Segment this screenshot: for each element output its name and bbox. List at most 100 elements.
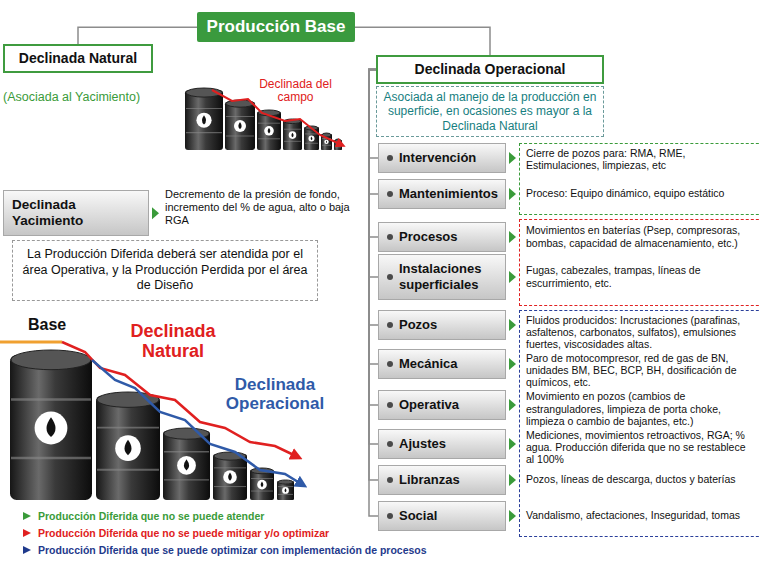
barrel-rib <box>97 427 159 429</box>
category-title: Declinada Natural <box>11 50 145 67</box>
barrel-body <box>304 127 319 150</box>
note-text: La Producción Diferida deberá ser atendi… <box>21 247 309 294</box>
barrel-rib <box>335 146 341 147</box>
group-box: Fluidos producidos: Incrustaciones (para… <box>519 310 760 537</box>
barrel-rib <box>164 451 209 452</box>
root-title: Producción Base <box>203 17 349 37</box>
barrel-icon <box>264 126 274 136</box>
oil-barrel <box>185 88 223 150</box>
tree-connector <box>355 27 490 55</box>
cause-box: Declinada Yacimiento <box>3 190 149 236</box>
cause-title: Instalaciones superficiales <box>399 261 500 292</box>
barrel-rib <box>214 486 246 487</box>
description-text: Movimientos en baterías (Psep, compresor… <box>526 224 754 248</box>
description-text: Paro de motocompresor, red de gas de BN,… <box>526 352 754 388</box>
barrel-rib <box>214 467 246 468</box>
pointer-triangle <box>509 152 516 164</box>
description-text: Fluidos producidos: Incrustaciones (para… <box>526 314 754 350</box>
oil-barrel <box>304 126 319 150</box>
barrel-rib <box>97 469 159 471</box>
base-line <box>0 341 62 344</box>
oil-drop <box>326 140 327 143</box>
pointer-triangle <box>509 438 516 450</box>
cause-title: Procesos <box>399 229 500 245</box>
oil-barrel <box>10 350 92 500</box>
note-label: (Asociada al Yacimiento) <box>3 90 163 104</box>
description-text: Movimiento en pozos (cambios de estrangu… <box>526 390 754 426</box>
legend-row: Producción Diferida que no se puede miti… <box>22 525 427 542</box>
cause-title: Ajustes <box>399 436 500 452</box>
legend: Producción Diferida que no se puede aten… <box>22 508 427 558</box>
legend-row: Producción Diferida que se puede optimiz… <box>22 542 427 559</box>
cause-box: Operativa <box>378 390 506 420</box>
bullet-dot <box>387 513 393 519</box>
tree-connector <box>78 27 197 44</box>
description-text: Decremento de la presión de fondo, incre… <box>165 188 360 228</box>
legend-swatch-frame <box>22 511 32 521</box>
oil-drop <box>291 133 293 138</box>
barrel-top <box>278 480 293 484</box>
legend-text: Producción Diferida que no se puede aten… <box>38 508 264 525</box>
barrel-top <box>11 350 91 370</box>
description-text: Vandalismo, afectaciones, Inseguridad, t… <box>526 509 754 521</box>
legend-row: Producción Diferida que no se puede aten… <box>22 508 427 525</box>
oil-barrel <box>213 452 247 500</box>
chart-label: Declinada del campo <box>258 78 333 104</box>
pointer-triangle <box>509 358 516 370</box>
barrel-icon <box>257 480 267 490</box>
oil-drop <box>46 417 55 437</box>
cause-title: Mecánica <box>399 356 500 372</box>
cause-title: Declinada Yacimiento <box>12 197 143 229</box>
pointer-triangle <box>509 399 516 411</box>
bullet-dot <box>387 361 393 367</box>
barrel-icon <box>309 135 315 141</box>
barrel-body <box>96 396 160 500</box>
pointer-triangle <box>509 231 516 243</box>
barrel-body <box>225 102 255 150</box>
barrel-body <box>257 111 281 150</box>
cause-title: Operativa <box>399 397 500 413</box>
barrel-rib <box>186 132 222 133</box>
oil-barrel <box>96 392 160 500</box>
barrel-rib <box>251 491 273 492</box>
description-text: Proceso: Equipo dinámico, equipo estátic… <box>526 187 754 199</box>
category-title: Declinada Operacional <box>384 61 596 78</box>
pointer-triangle <box>509 188 516 200</box>
cause-title: Pozos <box>399 317 500 333</box>
barrel-rib <box>226 136 254 137</box>
bullet-dot <box>387 191 393 197</box>
oil-drop <box>285 488 287 492</box>
category-box: Declinada Operacional <box>376 55 604 84</box>
description-text: Cierre de pozos para: RMA, RME, Estimula… <box>526 147 754 171</box>
barrel-rib <box>258 123 280 124</box>
decline-line <box>212 90 342 145</box>
barrel-body <box>283 120 302 150</box>
cause-box: Instalaciones superficiales <box>378 254 506 299</box>
pointer-triangle <box>152 207 159 219</box>
barrel-rib <box>186 108 222 109</box>
barrel-icon <box>223 470 237 484</box>
chart-label: Base <box>28 316 88 334</box>
barrel-icon <box>196 113 211 128</box>
pointer-triangle <box>509 271 516 283</box>
chart-label: Declinada Natural <box>118 322 228 362</box>
pointer-triangle <box>509 319 516 331</box>
barrel-rib <box>305 143 318 144</box>
legend-swatch <box>23 512 31 520</box>
oil-drop <box>202 115 206 124</box>
note-text: Asociada al manejo de la producción en s… <box>382 90 598 133</box>
oil-drop <box>184 459 189 470</box>
barrel-rib <box>164 479 209 480</box>
cause-title: Social <box>399 508 500 524</box>
oil-drop <box>261 482 264 488</box>
barrel-icon <box>289 131 297 139</box>
oil-barrel <box>283 119 302 150</box>
legend-text: Producción Diferida que no se puede miti… <box>38 525 329 542</box>
description-text: Fugas, cabezales, trampas, líneas de esc… <box>526 264 754 288</box>
barrel-body <box>163 431 210 500</box>
legend-swatch <box>23 529 31 537</box>
barrel-rib <box>11 457 91 459</box>
cause-box: Mantenimientos <box>378 179 506 209</box>
barrel-rib <box>258 138 280 139</box>
barrel-rib <box>305 133 318 134</box>
